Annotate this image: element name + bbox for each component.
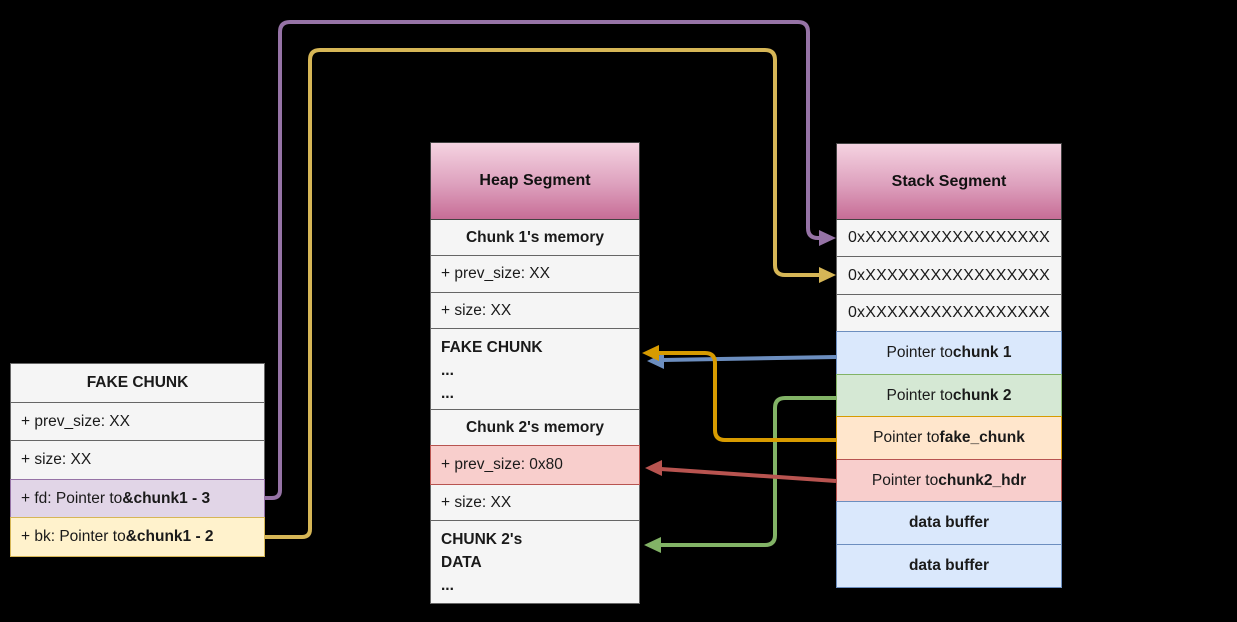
stack-row-pointer-to-chunk2: Pointer to chunk 2 [836,373,1062,418]
row-text: + fd: Pointer to [21,489,123,507]
row-text: Chunk 2's memory [465,418,605,436]
row-text: + prev_size: XX [441,265,550,282]
heap-row-chunk2-data: CHUNK 2's DATA ... [430,520,640,604]
segment-title: Stack Segment [891,172,1007,190]
stack-row-pointer-to-fake-chunk: Pointer to fake_chunk [836,416,1062,460]
arrow-fd-to-stack-slot1-head [819,230,836,246]
row-line: DATA [441,554,482,571]
stack-segment-table: Stack Segment 0xXXXXXXXXXXXXXXXXX 0xXXXX… [836,143,1062,588]
heap-row-chunk1-size: + size: XX [430,291,640,330]
row-line: FAKE CHUNK [441,339,543,356]
row-text: Chunk 1's memory [465,228,605,246]
row-text: + bk: Pointer to [21,528,126,545]
heap-row-chunk2-size: + size: XX [430,483,640,522]
stack-row-data-buffer-1: data buffer [836,501,1062,545]
stack-row-pointer-to-chunk2-hdr: Pointer to chunk2_hdr [836,458,1062,503]
stack-row-address-3: 0xXXXXXXXXXXXXXXXXX [836,293,1062,333]
fake-chunk-title: FAKE CHUNK [10,363,265,403]
arrow-bk-to-stack-slot2-head [819,267,836,283]
row-text: 0xXXXXXXXXXXXXXXXXX [847,266,1051,284]
fake-row-size: + size: XX [10,440,265,480]
arrow-pointer-chunk2-hdr-to-prev-size-head [645,460,662,476]
heap-row-chunk2-memory: Chunk 2's memory [430,408,640,447]
row-text: data buffer [908,556,990,574]
row-text-bold: &chunk1 - 3 [122,489,211,507]
stack-row-data-buffer-2: data buffer [836,543,1062,588]
heap-row-chunk1-prev-size: + prev_size: XX [430,255,640,293]
stack-row-address-2: 0xXXXXXXXXXXXXXXXXX [836,256,1062,295]
stack-row-pointer-to-chunk1: Pointer to chunk 1 [836,331,1062,375]
row-line: ... [441,385,454,402]
fake-row-fd: + fd: Pointer to &chunk1 - 3 [10,478,265,519]
row-text: + size: XX [441,493,512,511]
row-text: 0xXXXXXXXXXXXXXXXXX [847,304,1051,321]
row-text: + prev_size: XX [21,412,130,430]
stack-header: Stack Segment [836,143,1062,220]
row-line: ... [441,577,454,594]
heap-segment-table: Heap Segment Chunk 1's memory + prev_siz… [430,142,640,604]
arrow-pointer-chunk1-to-fake-chunk-line [662,355,837,362]
arrow-pointer-chunk2-hdr-to-prev-size [645,460,837,483]
row-text: Pointer to [886,386,953,404]
heap-header: Heap Segment [430,142,640,220]
fake-row-bk: + bk: Pointer to &chunk1 - 2 [10,517,265,557]
fake-row-prev-size: + prev_size: XX [10,401,265,442]
row-line: ... [441,362,454,379]
arrow-pointer-chunk1-to-fake-chunk [647,353,837,369]
row-text: Pointer to [873,429,940,446]
arrow-pointer-chunk1-to-fake-chunk-head [647,353,664,369]
row-text-bold: fake_chunk [939,429,1025,446]
row-line: CHUNK 2's [441,531,523,548]
arrow-pointer-chunk2-hdr-to-prev-size-line [660,467,837,483]
fake-chunk-table: FAKE CHUNK + prev_size: XX + size: XX + … [10,363,265,557]
stack-row-address-1: 0xXXXXXXXXXXXXXXXXX [836,218,1062,258]
row-text-bold: chunk2_hdr [938,471,1027,489]
heap-row-chunk2-prev-size: + prev_size: 0x80 [430,445,640,485]
row-text: Pointer to [886,344,953,361]
row-text: + prev_size: 0x80 [441,456,563,473]
row-text: data buffer [908,514,990,531]
row-text-bold: chunk 2 [952,386,1012,404]
row-text-bold: chunk 1 [952,344,1012,361]
arrow-pointer-chunk2-to-chunk2-data [644,396,836,553]
row-text: FAKE CHUNK [86,374,189,391]
row-text: Pointer to [871,471,939,489]
heap-row-fake-chunk: FAKE CHUNK ... ... [430,328,640,410]
row-text: + size: XX [21,451,92,468]
arrow-pointer-fake-chunk-to-fake-chunk [642,345,836,442]
arrow-pointer-fake-chunk-to-fake-chunk-line [659,351,836,442]
arrow-pointer-fake-chunk-to-fake-chunk-head [642,345,659,361]
heap-row-chunk1-memory: Chunk 1's memory [430,218,640,257]
segment-title: Heap Segment [479,172,591,189]
row-text-bold: &chunk1 - 2 [125,528,214,545]
arrow-pointer-chunk2-to-chunk2-data-head [644,537,661,553]
row-text: + size: XX [441,301,512,319]
arrow-pointer-chunk2-to-chunk2-data-line [660,396,836,547]
row-text: 0xXXXXXXXXXXXXXXXXX [847,229,1051,246]
